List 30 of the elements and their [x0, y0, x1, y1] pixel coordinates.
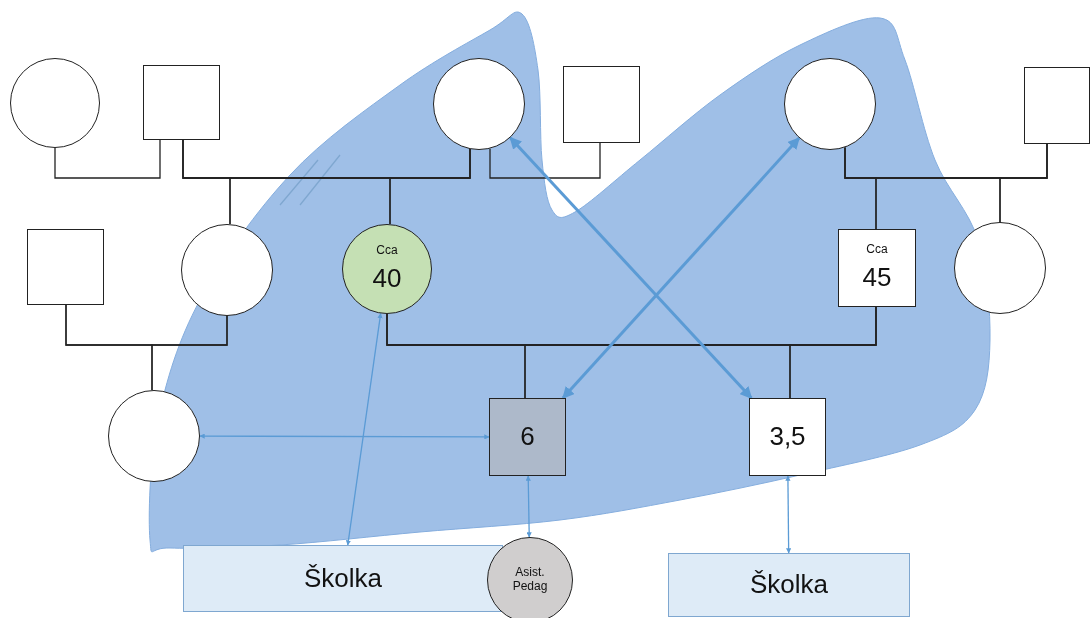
double-arrow: [509, 136, 753, 399]
family-line: [54, 139, 161, 179]
double-arrow: [345, 312, 383, 546]
node-value: 40: [372, 263, 402, 294]
school-box: [183, 545, 503, 612]
male-symbol: [143, 65, 220, 140]
school-box: [668, 553, 910, 617]
double-arrow: [525, 475, 532, 538]
node-text: Cca: [866, 243, 888, 257]
node-value: Školka: [303, 563, 382, 594]
family-line: [489, 142, 601, 179]
node-value: 6: [520, 422, 535, 452]
family-line: [999, 143, 1048, 223]
node-value: 3,5: [769, 422, 806, 452]
node-value: 45: [862, 262, 892, 293]
node-text: Asist. Pedag: [511, 566, 549, 594]
node-value: Školka: [749, 570, 828, 600]
male-symbol: [838, 229, 916, 307]
double-arrow: [199, 433, 490, 440]
male-symbol: [489, 398, 566, 476]
family-line: [389, 148, 471, 225]
male-symbol: [749, 398, 826, 476]
double-arrow: [561, 137, 801, 399]
male-symbol: [563, 66, 640, 143]
family-line: [151, 315, 228, 391]
node-text: Cca: [376, 244, 398, 258]
male-symbol: [27, 229, 104, 305]
family-line: [789, 306, 877, 399]
male-symbol: [1024, 67, 1090, 144]
double-arrow: [785, 475, 792, 554]
